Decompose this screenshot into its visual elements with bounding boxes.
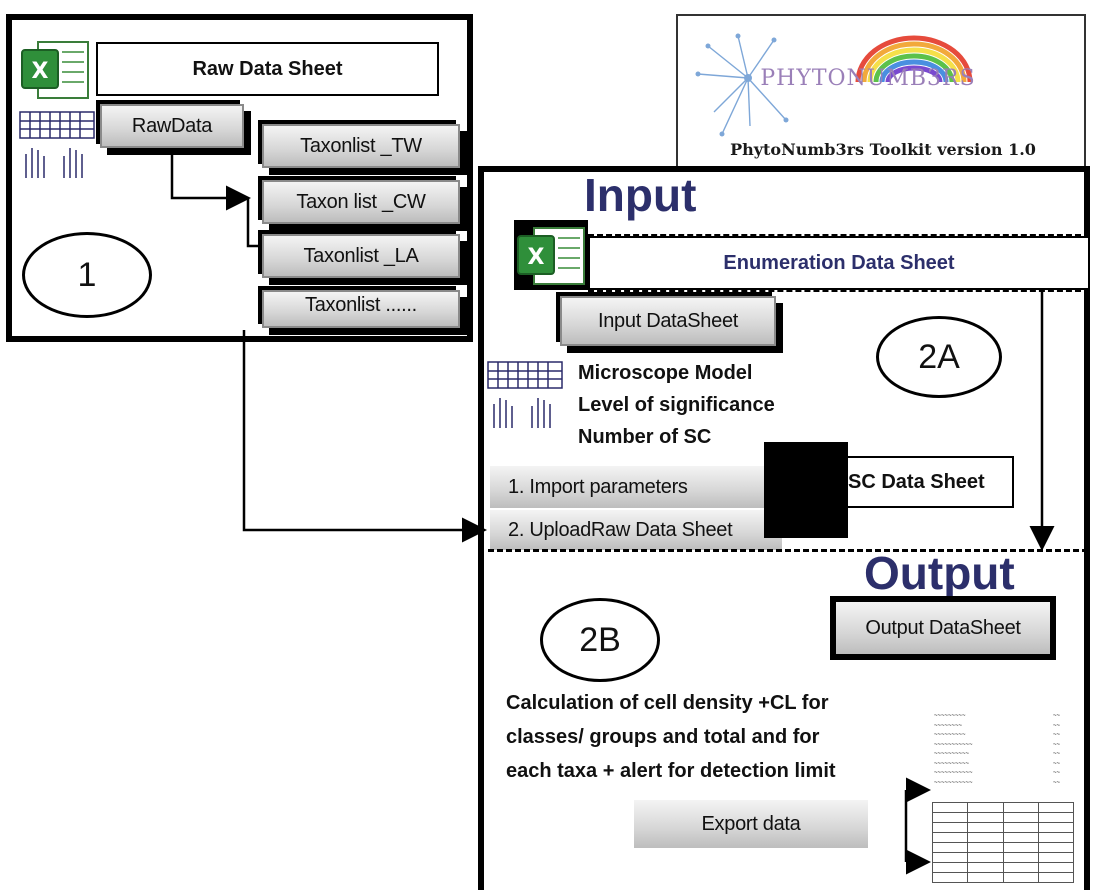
excel-icon: X: [514, 220, 588, 290]
raw-data-panel: [6, 14, 473, 342]
taxonlist-la-button[interactable]: Taxonlist _LA: [262, 234, 460, 278]
export-data-button[interactable]: Export data: [634, 800, 868, 848]
raw-data-sheet-title: Raw Data Sheet: [96, 42, 439, 96]
logo-name: PHYTONUMB3RS: [760, 66, 976, 91]
import-parameters-button[interactable]: 1. Import parameters: [490, 466, 770, 508]
step-1-oval: 1: [22, 232, 152, 318]
enumeration-dashed-border: [588, 234, 1090, 292]
input-heading: Input: [584, 169, 697, 221]
phytonumb3rs-logo: PHYTONUMB3RS PhytoNumb3rs Toolkit versio…: [676, 14, 1086, 168]
taxonlist-more-button[interactable]: Taxonlist ......: [262, 290, 460, 328]
output-datasheet-button[interactable]: Output DataSheet: [830, 596, 1056, 660]
black-block: [764, 442, 848, 538]
taxonlist-cw-button[interactable]: Taxon list _CW: [262, 180, 460, 224]
svg-text:X: X: [528, 245, 545, 270]
logo-caption: PhytoNumb3rs Toolkit version 1.0: [730, 140, 1036, 159]
rawdata-button[interactable]: RawData: [100, 104, 244, 148]
output-description: Calculation of cell density +CL for clas…: [506, 692, 836, 782]
param-microscope-model: Microscope Model: [578, 362, 753, 384]
output-table-thumbnail: [932, 802, 1074, 886]
output-heading: Output: [864, 547, 1015, 599]
input-datasheet-button[interactable]: Input DataSheet: [560, 296, 776, 346]
upload-raw-data-sheet-button[interactable]: 2. UploadRaw Data Sheet: [490, 510, 782, 550]
keyboard-hands-icon: [486, 358, 566, 430]
sc-data-sheet-label: SC Data Sheet: [846, 456, 1014, 508]
output-list-thumbnail: ~~~~~~~~~~~ ~~~~~~~~~~ ~~~~~~~~~~~ ~~~~~…: [934, 713, 1060, 786]
step-2b-oval: 2B: [540, 598, 660, 682]
param-level-of-significance: Level of significance: [578, 394, 775, 416]
taxonlist-tw-button[interactable]: Taxonlist _TW: [262, 124, 460, 168]
enumeration-data-sheet-title: Enumeration Data Sheet: [588, 236, 1090, 290]
excel-icon: X: [18, 34, 92, 104]
step-2a-oval: 2A: [876, 316, 1002, 398]
input-output-divider: [488, 549, 1088, 552]
param-number-of-sc: Number of SC: [578, 426, 712, 448]
svg-text:X: X: [32, 59, 49, 84]
keyboard-hands-icon: [18, 108, 98, 180]
